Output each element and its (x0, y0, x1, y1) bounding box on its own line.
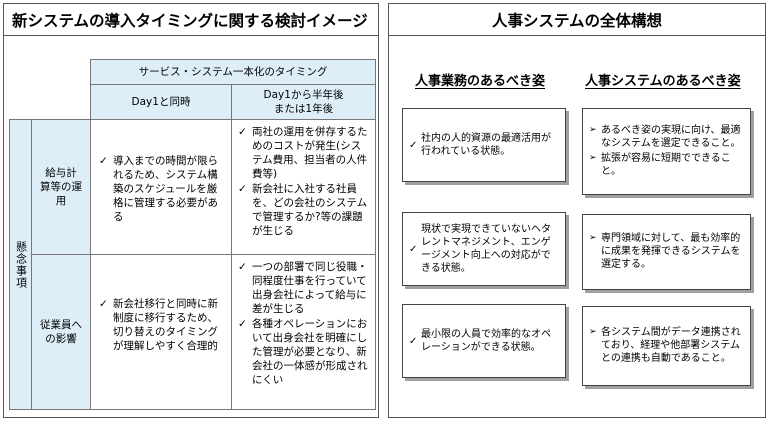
left-panel: 新システムの導入タイミングに関する検討イメージ サービス・システム一本化のタイミ… (3, 3, 379, 418)
system-box-3: 各システム間がデータ連携されており、経理や他部署システムとの連携も自動であること… (582, 306, 751, 386)
check-item: 新会社移行と同時に新制度に移行するため、切り替えのタイミングが理解しやすく合理的 (99, 297, 225, 353)
business-text: 最小限の人員で効率的なオペレーションができる状態。 (421, 329, 551, 353)
check-item: 両社の運用を併存するためのコストが発生(システム費用、担当者の人件費等) (238, 125, 371, 181)
check-icon: ✓ (409, 243, 418, 255)
business-box-3: ✓ 最小限の人員で効率的なオペレーションができる状態。 (402, 304, 566, 378)
timing-header-label: サービス・システム一本化のタイミング (138, 66, 328, 78)
timing-header: サービス・システム一本化のタイミング (90, 59, 376, 85)
business-box-2: ✓ 現状で実現できていないヘタレントマネジメント、エンゲージメント向上への対応が… (402, 212, 566, 286)
right-panel-title: 人事システムの全体構想 (389, 4, 765, 36)
col-header-later-line1: Day1から半年後 (263, 89, 344, 101)
col-header-day1: Day1と同時 (90, 84, 232, 120)
check-icon: ✓ (409, 335, 418, 347)
row-label-line: 従業員へ (40, 319, 82, 331)
cell-employees-day1: 新会社移行と同時に新制度に移行するため、切り替えのタイミングが理解しやすく合理的 (90, 254, 232, 410)
row-label-line: 用 (55, 195, 67, 207)
check-item: 新会社に入社する社員を、どの会社のシステムで管理するか?等の課題が生じる (238, 182, 371, 238)
system-item: 専門領域に対して、最も効率的に成果を発揮できるシステムを選定する。 (589, 232, 744, 271)
category-cell: 懸念事項 (9, 119, 32, 410)
row-label-line: 算等の運 (40, 181, 82, 193)
business-box-1: ✓ 社内の人的資源の最適活用が行われている状態。 (402, 108, 566, 182)
check-item: 各種オペレーションにおいて出身会社を明確にした管理が必要となり、新会社の一体感が… (238, 317, 371, 387)
system-item: あるべき姿の実現に向け、最適なシステムを選定できること。 (589, 124, 744, 150)
row-label-line: 給与計 (45, 167, 77, 179)
business-text: 社内の人的資源の最適活用が行われている状態。 (421, 133, 551, 157)
row-label-line: の影響 (45, 333, 77, 345)
business-ideal-heading: 人事業務のあるべき姿 (415, 74, 546, 89)
system-ideal-heading: 人事システムのあるべき姿 (585, 74, 741, 89)
cell-employees-later: 一つの部署で同じ役職・同程度仕事を行っていて出身会社によって給与に差が生じる 各… (231, 254, 376, 410)
left-panel-title: 新システムの導入タイミングに関する検討イメージ (4, 4, 378, 36)
right-panel: 人事システムの全体構想 人事業務のあるべき姿 人事システムのあるべき姿 ✓ 社内… (388, 3, 766, 418)
check-item: 一つの部署で同じ役職・同程度仕事を行っていて出身会社によって給与に差が生じる (238, 260, 371, 316)
check-icon: ✓ (409, 139, 418, 151)
row-label-employees: 従業員へ の影響 (31, 254, 91, 410)
system-box-1: あるべき姿の実現に向け、最適なシステムを選定できること。 拡張が容易に短期ででき… (582, 108, 751, 195)
row-label-payroll: 給与計 算等の運 用 (31, 119, 91, 255)
system-box-2: 専門領域に対して、最も効率的に成果を発揮できるシステムを選定する。 (582, 214, 751, 290)
category-label: 懸念事項 (14, 240, 28, 289)
system-item: 各システム間がデータ連携されており、経理や他部署システムとの連携も自動であること… (589, 326, 744, 365)
col-header-later: Day1から半年後 または1年後 (231, 84, 376, 120)
check-item: 導入までの時間が限られるため、システム構築のスケジュールを厳格に管理する必要があ… (99, 154, 225, 224)
cell-payroll-day1: 導入までの時間が限られるため、システム構築のスケジュールを厳格に管理する必要があ… (90, 119, 232, 255)
cell-payroll-later: 両社の運用を併存するためのコストが発生(システム費用、担当者の人件費等) 新会社… (231, 119, 376, 255)
system-item: 拡張が容易に短期でできること。 (589, 152, 744, 178)
col-header-day1-label: Day1と同時 (131, 96, 191, 108)
business-text: 現状で実現できていないヘタレントマネジメント、エンゲージメント向上への対応ができ… (421, 224, 551, 274)
col-header-later-line2: または1年後 (273, 103, 334, 115)
